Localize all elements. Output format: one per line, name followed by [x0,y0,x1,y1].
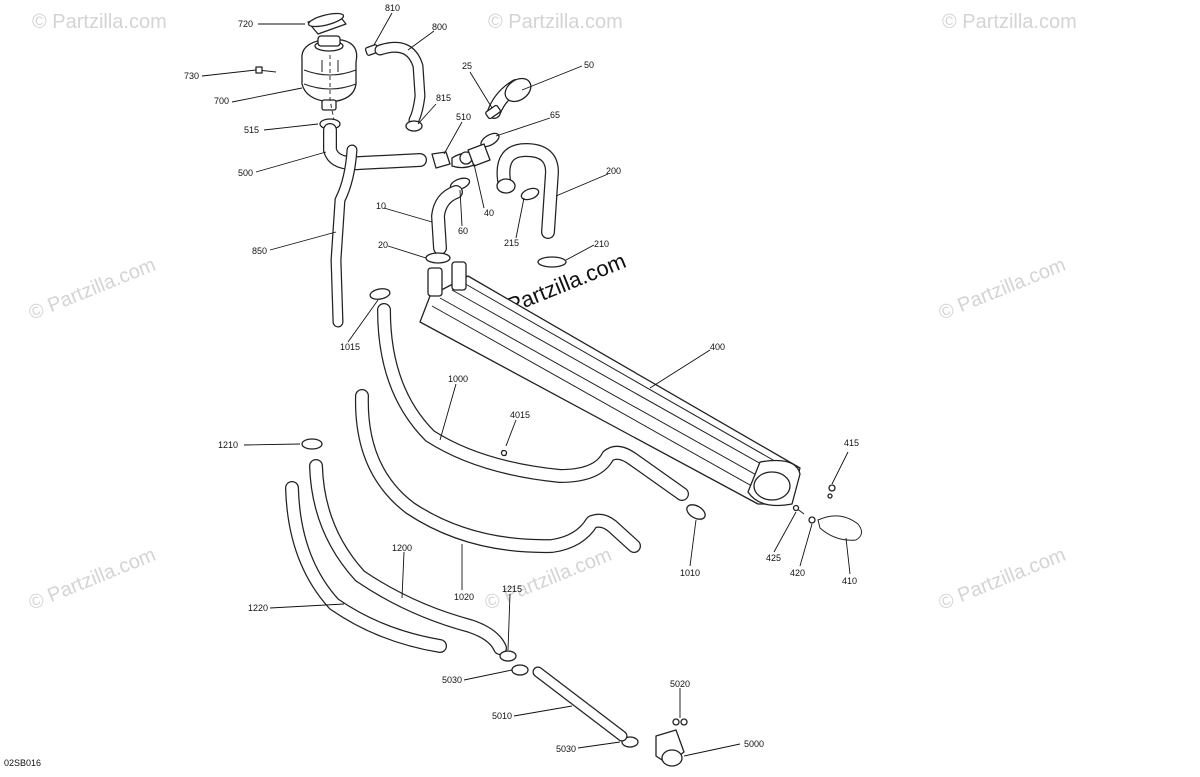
part-coolant-reservoir [301,35,358,111]
callout-400: 400 [710,342,725,352]
callout-850: 850 [252,246,267,256]
part-screw-730 [255,66,277,74]
callout-5010: 5010 [492,711,512,721]
callout-5030b: 5030 [556,744,576,754]
callout-720: 720 [238,19,253,29]
part-fitting-40 [467,143,491,167]
part-hose-10 [431,185,463,255]
part-clamp-20 [425,252,451,264]
callout-215: 215 [504,238,519,248]
callout-60: 60 [458,226,468,236]
part-washer-415 [827,484,836,499]
callout-1220: 1220 [248,603,268,613]
part-screw-425 [792,504,805,515]
part-hose-200 [496,143,559,239]
part-hose-1200 [309,459,507,655]
callout-800: 800 [432,22,447,32]
callout-25: 25 [462,61,472,71]
callout-50: 50 [584,60,594,70]
hidden-line [329,55,335,121]
callout-4015: 4015 [510,410,530,420]
callout-5000: 5000 [744,739,764,749]
callout-5020: 5020 [670,679,690,689]
callout-40: 40 [484,208,494,218]
part-hose-5010 [532,666,628,742]
watermark: © Partzilla.com [32,11,167,33]
part-heat-exchanger-400 [419,261,801,507]
callout-500: 500 [238,168,253,178]
part-clamp-1010 [686,504,706,520]
callout-5030a: 5030 [442,675,462,685]
part-reservoir-cap [307,12,347,35]
callout-1215: 1215 [502,584,522,594]
watermarks: © Partzilla.com © Partzilla.com © Partzi… [26,11,1077,615]
callout-700: 700 [214,96,229,106]
callout-200: 200 [606,166,621,176]
callout-815: 815 [436,93,451,103]
part-clamp-210 [537,256,567,268]
part-screw-4015 [500,449,508,457]
part-clamp-1210 [301,438,323,450]
callout-65: 65 [550,110,560,120]
callouts: 720 810 800 730 700 515 500 850 1015 25 … [184,3,859,754]
part-screws-5020 [672,718,688,726]
callout-1210: 1210 [218,440,238,450]
part-nut-420 [808,516,816,524]
watermark: © Partzilla.com [936,544,1069,615]
part-hose-1000 [377,303,689,501]
callout-510: 510 [456,112,471,122]
callout-425: 425 [766,553,781,563]
callout-515: 515 [244,125,259,135]
callout-1200: 1200 [392,543,412,553]
callout-415: 415 [844,438,859,448]
callout-1010: 1010 [680,568,700,578]
part-hose-1020 [354,389,641,554]
callout-1020: 1020 [454,592,474,602]
callout-810: 810 [385,3,400,13]
part-hose-50 [485,77,532,120]
watermark: © Partzilla.com [26,544,159,615]
watermark: © Partzilla.com [488,11,623,33]
callout-10: 10 [376,201,386,211]
callout-730: 730 [184,71,199,81]
watermark: © Partzilla.com [936,254,1069,325]
leader-lines [201,12,851,757]
part-fitting-5000 [655,729,685,767]
part-vent-hose-assembly [364,41,426,132]
callout-1000: 1000 [448,374,468,384]
callout-1015: 1015 [340,342,360,352]
watermark: © Partzilla.com [942,11,1077,33]
part-clamp-215 [520,187,540,201]
watermark: © Partzilla.com [482,544,615,615]
watermark: © Partzilla.com [26,254,159,325]
part-clamp-1215 [499,650,517,662]
callout-420: 420 [790,568,805,578]
callout-410: 410 [842,576,857,586]
callout-210: 210 [594,239,609,249]
part-clamp-1015 [369,288,391,300]
part-hose-850 [330,144,358,328]
diagram-code: 02SB016 [4,758,41,768]
callout-20: 20 [378,240,388,250]
part-hose-500 [323,123,427,171]
part-hose-1220 [285,481,447,653]
part-bracket-410 [817,515,862,541]
